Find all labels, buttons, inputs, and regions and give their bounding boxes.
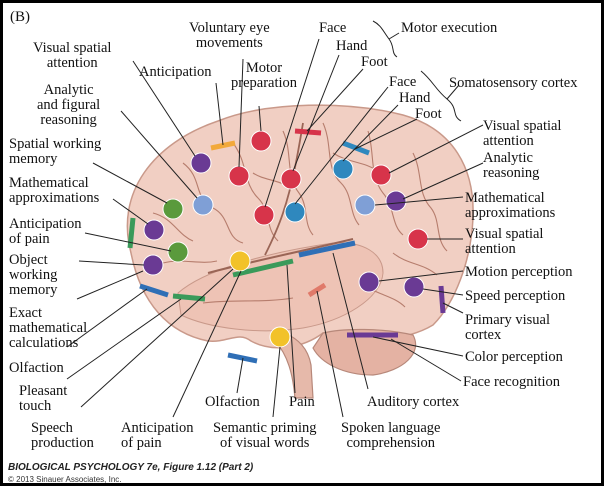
label-somatosensory-cortex: Somatosensory cortex — [449, 75, 578, 91]
label-spatial-working-memory: Spatial working memory — [9, 136, 102, 167]
label-primary-visual-cortex: Primary visual cortex — [465, 312, 550, 343]
dot-visual-spatial-attention-left — [190, 152, 212, 174]
label-face-sensory: Face — [389, 74, 417, 90]
central-sulcus — [264, 122, 304, 256]
dot-pain — [269, 326, 291, 348]
dot-face-sensory — [284, 201, 306, 223]
label-analytic-reasoning: Analytic reasoning — [483, 150, 540, 181]
dot-speed-perception — [403, 276, 425, 298]
dot-math-approx-left — [143, 219, 165, 241]
label-math-approximations-left: Mathematical approximations — [9, 175, 100, 206]
label-visual-spatial-attention-left: Visual spatial attention — [33, 40, 112, 71]
label-speed-perception: Speed perception — [465, 288, 566, 304]
copyright-notice: © 2013 Sinauer Associates, Inc. — [8, 475, 122, 483]
label-auditory-cortex: Auditory cortex — [367, 394, 460, 410]
label-anticipation-of-pain-left: Anticipation of pain — [9, 216, 82, 247]
dot-object-working-memory — [142, 254, 164, 276]
label-hand-motor: Hand — [336, 38, 368, 54]
label-voluntary-eye-movements: Voluntary eye movements — [189, 20, 270, 51]
label-exact-math-calculations: Exact mathematical calculations — [9, 305, 88, 351]
dot-face-motor — [253, 204, 275, 226]
dot-motor-preparation — [250, 130, 272, 152]
region-dots — [142, 130, 429, 348]
label-face-recognition: Face recognition — [463, 374, 561, 390]
brain-stem — [274, 332, 314, 399]
lateral-fissure — [207, 238, 354, 274]
dot-motion-perception — [358, 271, 380, 293]
brain-diagram — [66, 20, 484, 418]
label-object-working-memory: Object working memory — [9, 252, 58, 298]
label-motor-execution: Motor execution — [401, 20, 498, 36]
label-math-approximations-right: Mathematical approximations — [465, 190, 556, 221]
dot-visual-spatial-attention-r2 — [407, 228, 429, 250]
label-pleasant-touch: Pleasant touch — [19, 383, 68, 414]
label-speech-production: Speech production — [31, 420, 94, 451]
dot-voluntary-eye — [228, 165, 250, 187]
label-visual-spatial-attention-r2: Visual spatial attention — [465, 226, 544, 257]
label-motion-perception: Motion perception — [465, 264, 573, 280]
dot-anticipation-of-pain-left — [167, 241, 189, 263]
temporal-lobe — [177, 242, 384, 332]
label-visual-spatial-attention-r1: Visual spatial attention — [483, 118, 562, 149]
label-anticipation: Anticipation — [139, 64, 212, 80]
dot-anticipation-of-pain-bottom — [229, 250, 251, 272]
label-anticipation-of-pain-bottom: Anticipation of pain — [121, 420, 194, 451]
dot-analytic-reasoning — [385, 190, 407, 212]
label-foot-sensory: Foot — [415, 106, 442, 122]
label-foot-motor: Foot — [361, 54, 388, 70]
panel-label: (B) — [10, 9, 30, 25]
dot-hand-sensory — [332, 158, 354, 180]
label-face-motor: Face — [319, 20, 347, 36]
label-color-perception: Color perception — [465, 349, 563, 365]
label-motor-preparation: Motor preparation — [231, 60, 298, 91]
label-pain: Pain — [289, 394, 315, 410]
dot-hand-motor — [280, 168, 302, 190]
figure-frame: (B) Voluntary eye movements Face Hand Fo… — [3, 3, 601, 483]
label-olfaction-bottom: Olfaction — [205, 394, 260, 410]
dot-analytic-figural — [192, 194, 214, 216]
figure-caption: BIOLOGICAL PSYCHOLOGY 7e, Figure 1.12 (P… — [8, 462, 254, 473]
dot-math-approx-right — [354, 194, 376, 216]
dot-spatial-working-memory — [162, 198, 184, 220]
label-olfaction-left: Olfaction — [9, 360, 64, 376]
leader-lines — [66, 20, 484, 418]
label-spoken-language-comprehension: Spoken language comprehension — [341, 420, 441, 451]
label-analytic-figural-reasoning: Analytic and figural reasoning — [37, 82, 101, 128]
dot-visual-spatial-attention-r1 — [370, 164, 392, 186]
label-semantic-priming: Semantic priming of visual words — [213, 420, 317, 451]
label-hand-sensory: Hand — [399, 90, 431, 106]
